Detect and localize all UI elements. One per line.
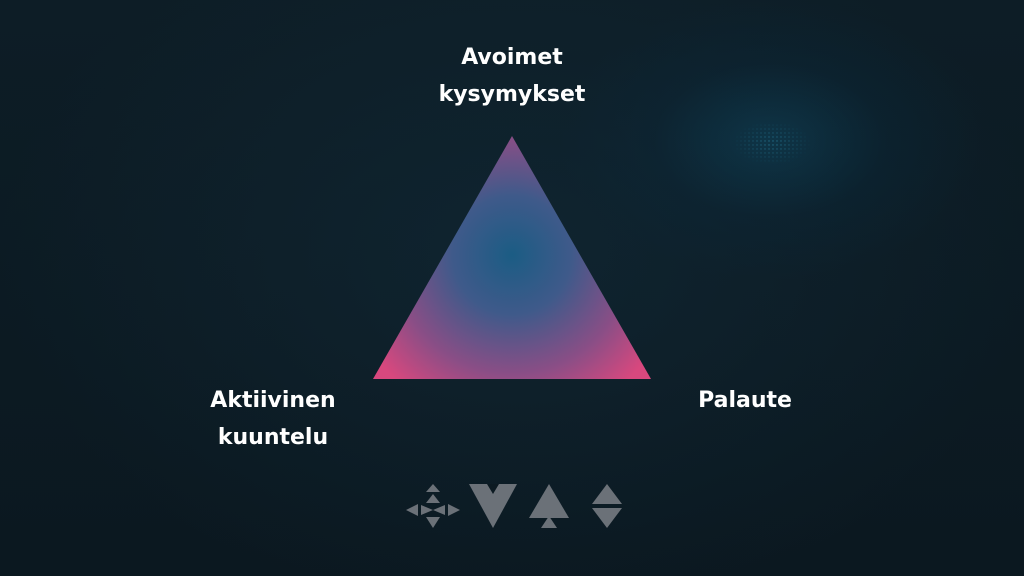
- label-left: Aktiivinen kuuntelu: [173, 382, 373, 456]
- hourglass-triangles-icon: [592, 484, 622, 528]
- dotted-glow: [732, 121, 812, 165]
- label-top-line-1: Avoimet: [461, 45, 563, 70]
- label-right-line-1: Palaute: [698, 388, 792, 413]
- triangle: [373, 136, 651, 379]
- label-left-line-1: Aktiivinen: [210, 388, 336, 413]
- diamond-arrows-icon: [406, 484, 460, 528]
- label-top-line-2: kysymykset: [438, 82, 586, 107]
- chevron-down-triangle-icon: [469, 484, 517, 528]
- label-right: Palaute: [645, 382, 845, 419]
- spade-up-triangle-icon: [529, 484, 569, 528]
- label-top: Avoimet kysymykset: [412, 39, 612, 113]
- label-left-line-2: kuuntelu: [217, 425, 329, 450]
